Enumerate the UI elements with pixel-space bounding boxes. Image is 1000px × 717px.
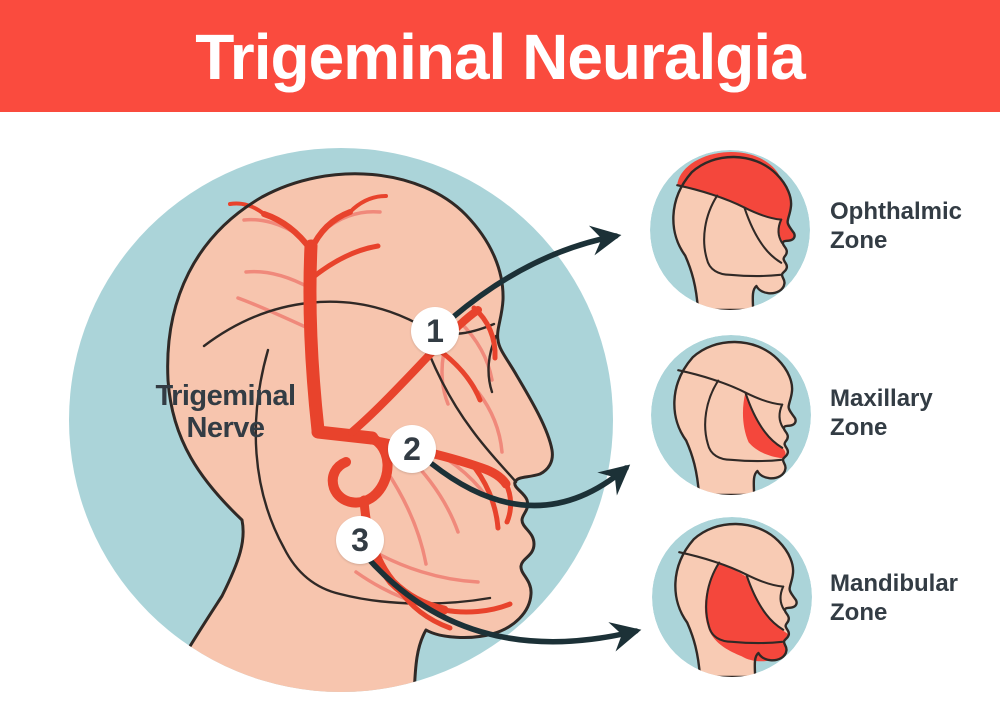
trigeminal-nerve-label: Trigeminal Nerve xyxy=(155,380,296,445)
branch-marker-2: 2 xyxy=(388,425,436,473)
ophthalmic-zone-label: Ophthalmic Zone xyxy=(830,198,963,255)
mandibular-zone-icon xyxy=(652,517,812,677)
arrow-3-mandibular xyxy=(363,553,642,652)
ophthalmic-zone-icon xyxy=(650,150,810,310)
maxillary-zone-icon xyxy=(651,335,811,495)
branch-marker-3: 3 xyxy=(336,516,384,564)
maxillary-zone-label: Maxillary Zone xyxy=(830,385,933,442)
title-banner: Trigeminal Neuralgia xyxy=(0,0,1000,112)
maxillary-zone-highlight xyxy=(742,392,786,459)
page-title: Trigeminal Neuralgia xyxy=(195,21,806,93)
arrow-1-ophthalmic xyxy=(449,225,622,321)
branch-marker-1-number: 1 xyxy=(426,312,444,349)
arrow-2-maxillary xyxy=(429,461,631,509)
branch-marker-1: 1 xyxy=(411,307,459,355)
mandibular-zone-highlight xyxy=(704,562,789,662)
branch-marker-2-number: 2 xyxy=(403,430,421,467)
ophthalmic-zone-highlight xyxy=(677,152,795,242)
connector-arrows xyxy=(363,225,642,652)
mandibular-zone-label: Mandibular Zone xyxy=(830,570,959,627)
branch-marker-3-number: 3 xyxy=(351,521,369,558)
